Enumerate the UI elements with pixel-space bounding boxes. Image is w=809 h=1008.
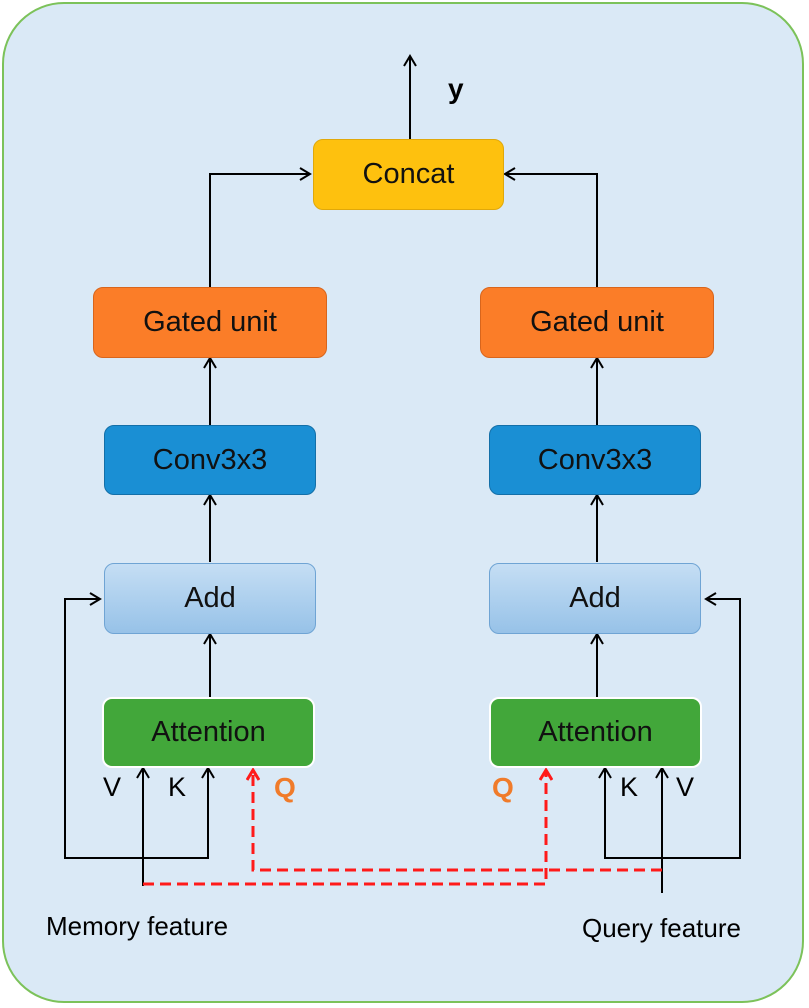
left-gated-to-concat	[209, 167, 312, 287]
right-residual-connection	[662, 592, 741, 859]
right-k-label: K	[620, 772, 639, 802]
left-k-label: K	[168, 772, 187, 802]
right-q-label: Q	[492, 772, 514, 803]
memory-to-right-query-link	[143, 770, 546, 886]
left-conv3x3-box: Conv3x3	[104, 425, 316, 495]
output-label: y	[448, 73, 464, 104]
concat-box: Concat	[313, 139, 504, 210]
left-k-input	[143, 766, 215, 859]
left-gated-unit-box: Gated unit	[93, 287, 327, 358]
right-add-box: Add	[489, 563, 701, 634]
left-v-label: V	[103, 772, 122, 802]
query-to-left-query-link	[253, 770, 662, 872]
left-residual-connection	[64, 592, 143, 859]
right-k-input	[598, 766, 662, 859]
memory-feature-label: Memory feature	[46, 911, 229, 941]
right-attention-box: Attention	[489, 697, 702, 768]
right-conv3x3-box: Conv3x3	[489, 425, 701, 495]
right-gated-unit-box: Gated unit	[480, 287, 714, 358]
query-feature-label: Query feature	[582, 913, 741, 943]
left-attention-box: Attention	[102, 697, 315, 768]
right-gated-to-concat	[503, 167, 598, 287]
left-add-box: Add	[104, 563, 316, 634]
right-v-label: V	[676, 772, 695, 802]
left-q-label: Q	[274, 772, 296, 803]
